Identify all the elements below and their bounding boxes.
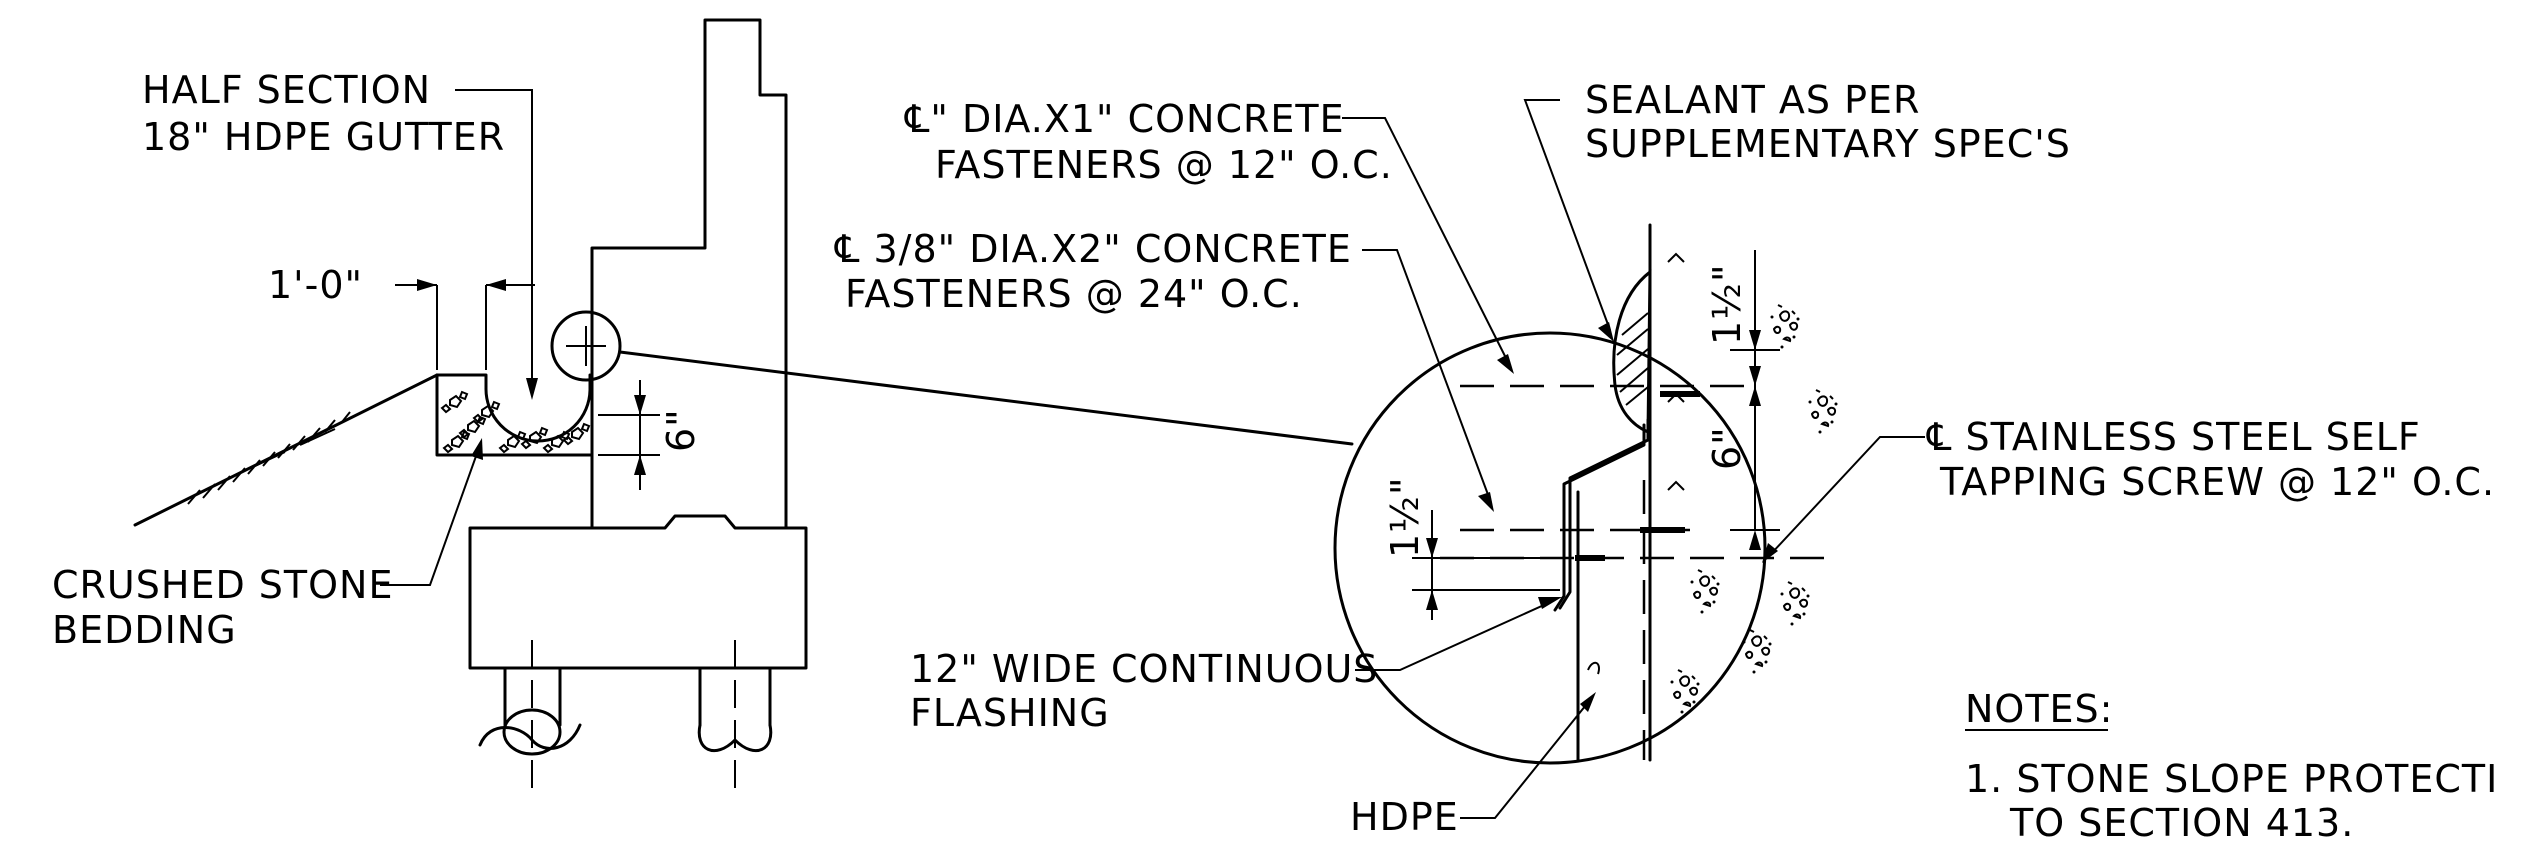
depth-dim-arrow-bottom <box>634 455 646 475</box>
detail-callout-circle <box>550 310 622 382</box>
sealant-bead <box>1612 268 1652 435</box>
detail-dim-top-label: 1½" <box>1705 264 1749 346</box>
notes-block: NOTES: 1. STONE SLOPE PROTECTI TO SECTIO… <box>1965 687 2498 845</box>
flashing-label-line1: 12" WIDE CONTINUOUS <box>910 647 1378 691</box>
sealant-leader <box>1523 99 1611 331</box>
width-dim-arrow-right <box>486 279 506 291</box>
concrete-aggregate <box>1667 252 1839 715</box>
section-view: 1'-0" 6" HALF SECTION 18" HDPE GU <box>52 18 1354 790</box>
headwall-outline <box>590 18 788 530</box>
gutter-leader <box>455 89 533 378</box>
depth-dim-arrow-top <box>634 395 646 415</box>
screw-leader <box>1769 436 1925 556</box>
fastener2-label-line1: ℄ 3/8" DIA.X2" CONCRETE <box>834 227 1352 271</box>
fastener1-label-line1: ℄" DIA.X1" CONCRETE <box>904 97 1345 141</box>
detail-dim-left-arrow2 <box>1426 590 1438 610</box>
sealant-label-line2: SUPPLEMENTARY SPEC'S <box>1585 122 2071 166</box>
screw-label-line1: ℄ STAINLESS STEEL SELF <box>1926 415 2421 459</box>
bedding-leader <box>380 444 481 586</box>
detail-callouts: ℄" DIA.X1" CONCRETE FASTENERS @ 12" O.C.… <box>834 78 2495 839</box>
flashing-leader-arrow <box>1538 597 1562 609</box>
fastener1-leader-arrow <box>1497 354 1514 374</box>
detail-dim-right-arrow2 <box>1749 386 1761 406</box>
hdpe-break-mark <box>1587 661 1600 675</box>
screw-leader-arrow <box>1762 543 1778 563</box>
hdpe-gutter-curve <box>435 373 592 443</box>
fastener1-label-line2: FASTENERS @ 12" O.C. <box>935 143 1393 187</box>
flashing-label-line2: FLASHING <box>910 691 1110 735</box>
sealant-leader-arrow <box>1598 322 1614 342</box>
detail-dim-mid-label: 6" <box>1705 426 1749 470</box>
detail-callout-crosshair <box>566 326 606 366</box>
fastener1-leader <box>1342 117 1511 367</box>
fastener2-leader-arrow <box>1478 492 1494 512</box>
bedding-label-line1: CRUSHED STONE <box>52 563 393 607</box>
gutter-label-line2: 18" HDPE GUTTER <box>142 115 505 159</box>
hdpe-leader-arrow <box>1580 692 1596 712</box>
depth-dim-ext <box>598 414 660 456</box>
detail-dim-left-ext <box>1412 557 1560 591</box>
right-pile <box>697 640 773 790</box>
note-1-line2: TO SECTION 413. <box>2009 801 2354 845</box>
left-pile <box>478 640 582 790</box>
crushed-stone-fill <box>441 391 590 453</box>
gutter-label-line1: HALF SECTION <box>142 68 431 112</box>
detail-dim-left-arrow1 <box>1426 538 1438 558</box>
screw-label-line2: TAPPING SCREW @ 12" O.C. <box>1939 460 2495 504</box>
gutter-leader-arrow <box>526 378 538 400</box>
note-1-line1: 1. STONE SLOPE PROTECTI <box>1965 757 2498 801</box>
slope-hatch <box>187 411 351 505</box>
detail-leader-line <box>618 350 1354 446</box>
enlarged-detail: 1½" 6" 1½" <box>1333 223 1839 765</box>
sealant-label-line1: SEALANT AS PER <box>1585 78 1920 122</box>
hdpe-label: HDPE <box>1350 795 1459 839</box>
detail-dim-right-arrow1 <box>1749 330 1761 350</box>
detail-dim-left-label: 1½" <box>1383 477 1427 559</box>
sealant-hatch <box>1616 312 1649 406</box>
footing-outline <box>468 514 808 670</box>
fastener2-label-line2: FASTENERS @ 24" O.C. <box>845 272 1303 316</box>
width-dimension-label: 1'-0" <box>268 263 363 307</box>
bedding-leader-arrow <box>471 438 483 460</box>
depth-dimension-label: 6" <box>659 408 703 452</box>
detail-dim-right-arrow4 <box>1749 530 1761 550</box>
flashing-leader <box>1355 599 1556 671</box>
fastener2-leader <box>1362 249 1491 501</box>
notes-heading: NOTES: <box>1965 687 2113 731</box>
detail-dim-right-arrow3 <box>1749 366 1761 386</box>
detail-circle <box>1333 331 1767 765</box>
flashing-profile-inner <box>1553 423 1646 612</box>
bedding-label-line2: BEDDING <box>52 608 237 652</box>
width-dim-arrow-left <box>417 279 437 291</box>
hdpe-leader <box>1460 699 1591 819</box>
